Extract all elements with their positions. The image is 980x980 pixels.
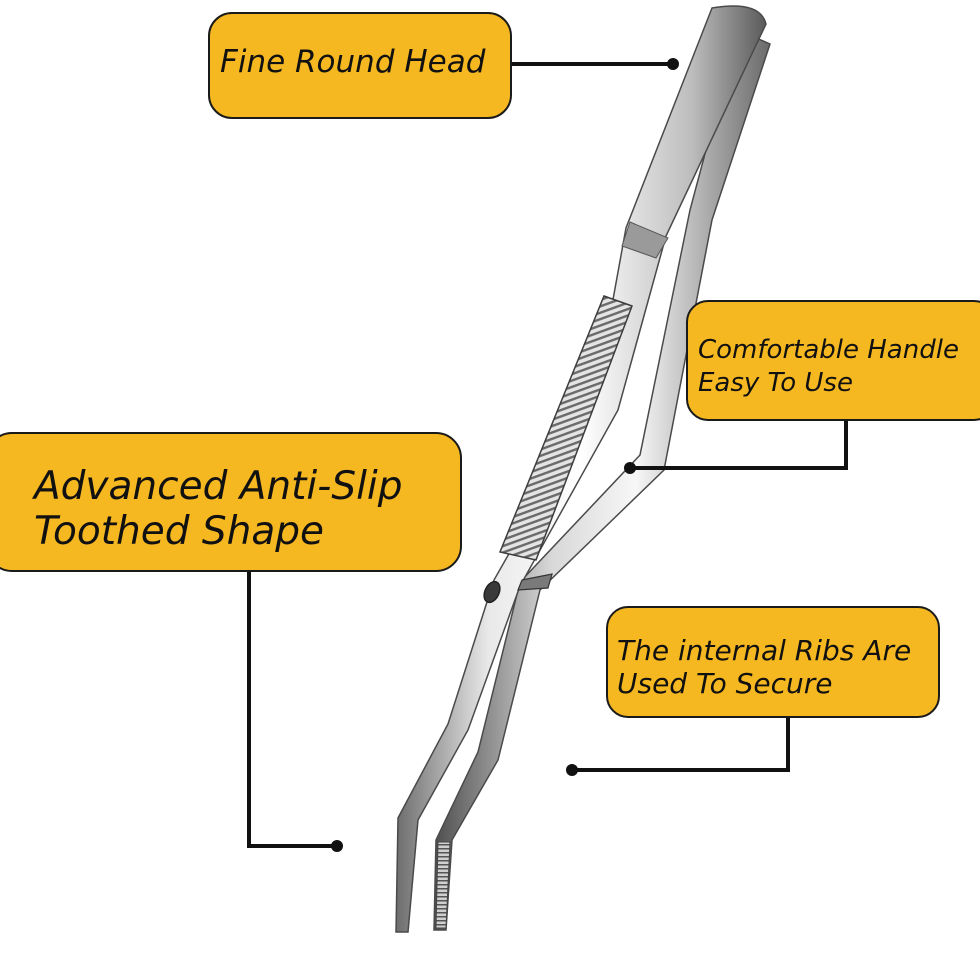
leader-comfortable-handle	[630, 421, 848, 470]
callout-internal-ribs-line-2: Used To Secure	[617, 667, 833, 700]
callout-internal-ribs-line-1: The internal Ribs Are	[617, 634, 912, 667]
pivot-hole	[483, 580, 501, 604]
endpoint-internal-ribs	[566, 764, 578, 776]
internal-rib	[517, 573, 553, 591]
serrated-tip	[435, 841, 451, 929]
leader-anti-slip	[247, 572, 337, 848]
tweezer-back-arm	[433, 28, 771, 931]
callout-fine-round-head: Fine Round Head	[208, 12, 512, 119]
callout-anti-slip-line-2: Toothed Shape	[34, 509, 325, 554]
endpoint-anti-slip	[331, 840, 343, 852]
endpoint-fine-round-head	[667, 58, 679, 70]
callout-anti-slip-line-1: Advanced Anti-Slip	[34, 464, 403, 509]
anti-slip-grip	[498, 295, 633, 561]
leader-lines	[247, 62, 848, 848]
callout-fine-round-head-line-1: Fine Round Head	[220, 44, 486, 80]
leader-internal-ribs	[572, 718, 790, 772]
leader-endpoints	[331, 58, 679, 852]
callout-internal-ribs: The internal Ribs Are Used To Secure	[606, 606, 940, 718]
callout-anti-slip: Advanced Anti-Slip Toothed Shape	[0, 432, 462, 572]
callout-comfortable-handle-line-2: Easy To Use	[698, 368, 853, 398]
callout-comfortable-handle: Comfortable Handle Easy To Use	[686, 300, 980, 421]
callout-comfortable-handle-line-1: Comfortable Handle	[698, 335, 959, 365]
tweezer-front-arm	[395, 5, 767, 933]
endpoint-comfortable-handle	[624, 462, 636, 474]
